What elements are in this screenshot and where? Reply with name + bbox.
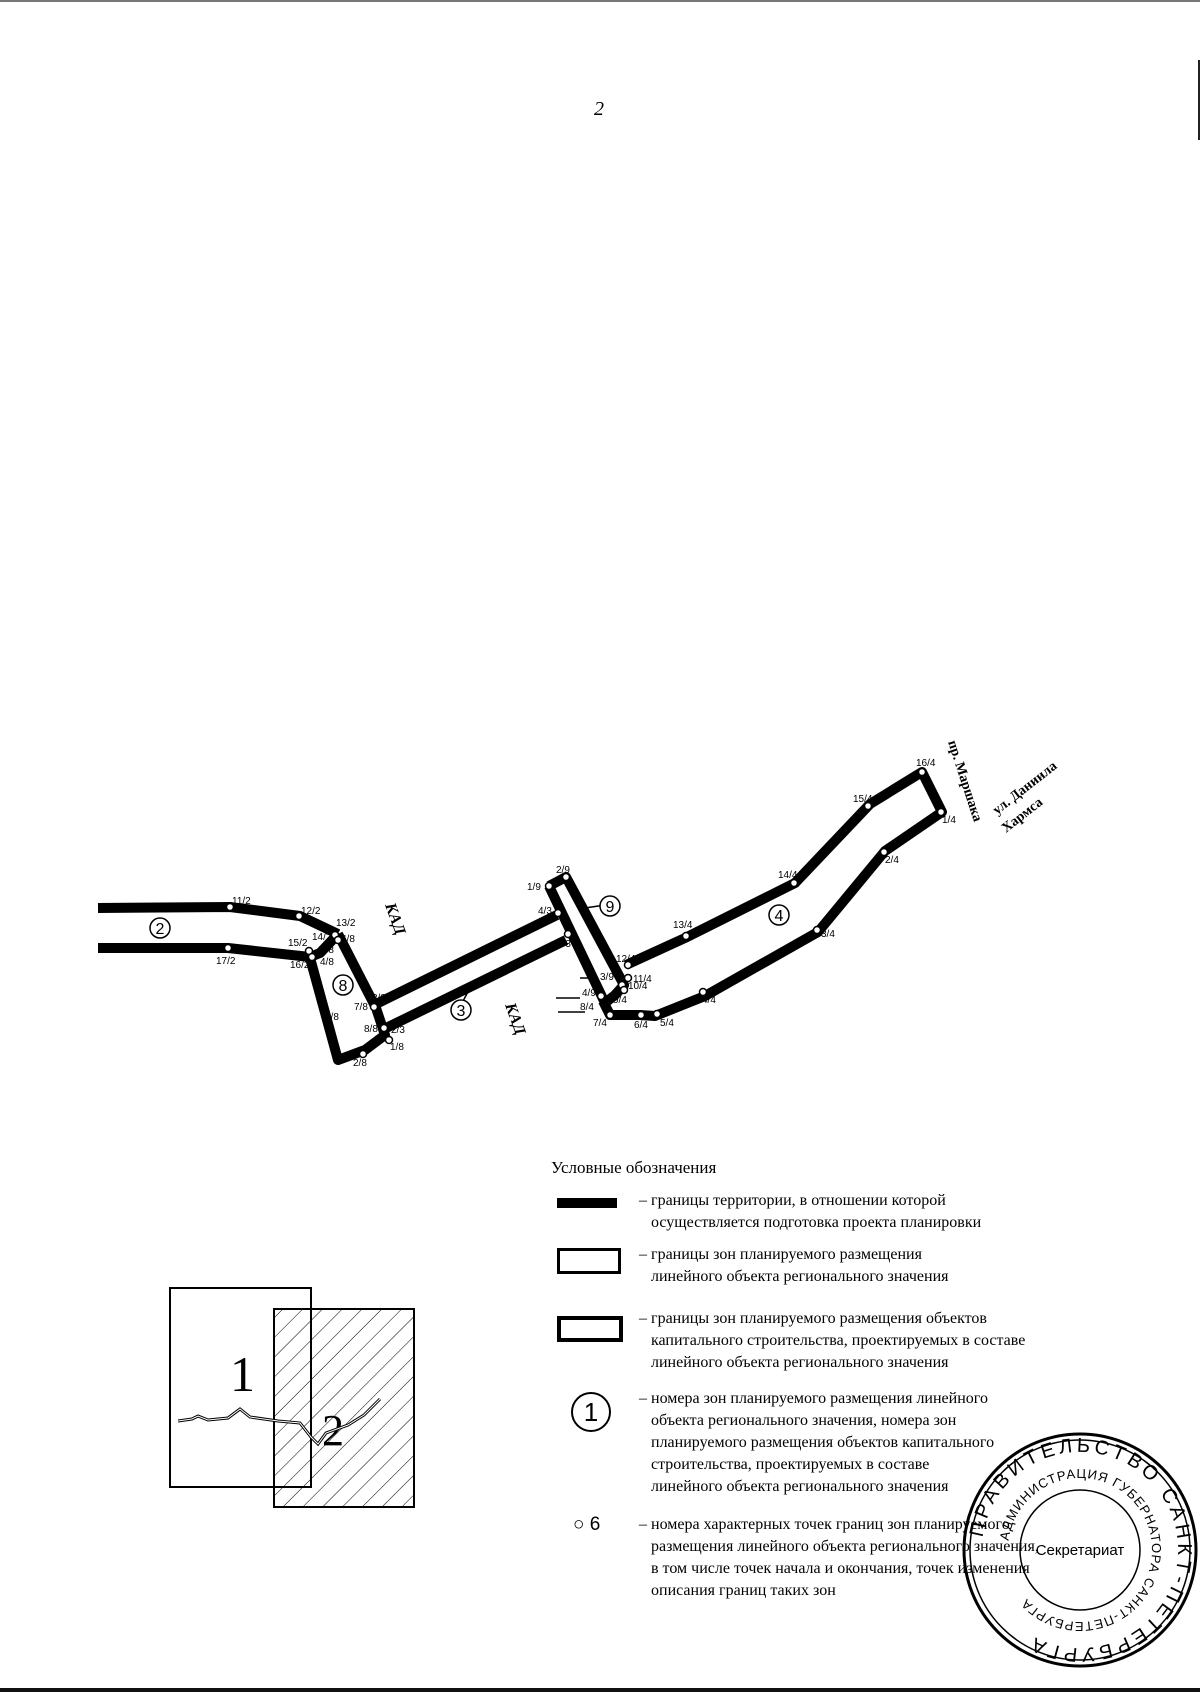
svg-text:3/3: 3/3 <box>372 993 386 1004</box>
zone-8-marker: 8 <box>332 974 354 996</box>
legend-title: Условные обозначения <box>551 1158 717 1177</box>
boundary-points <box>223 767 946 1059</box>
zone-4-boundary <box>598 767 947 1021</box>
zone-3-boundary <box>369 910 569 1035</box>
svg-text:5/4: 5/4 <box>660 1018 674 1029</box>
planning-map: 2 8 3 9 4 11/2 12/2 13/2 14/2 15/2 16/2 … <box>97 739 1060 1069</box>
svg-text:8/8: 8/8 <box>364 1024 378 1035</box>
point-labels: 11/2 12/2 13/2 14/2 15/2 16/2 17/2 6/8 5… <box>216 758 956 1069</box>
bottom-scan-border <box>0 1688 1200 1692</box>
svg-text:6/8: 6/8 <box>341 934 355 945</box>
kad-label-upper: КАД <box>381 900 409 938</box>
sheet-1-label: 1 <box>230 1346 255 1402</box>
legend-item-point-numbers: ○ 6 – номера характерных точек границ зо… <box>573 1514 1039 1599</box>
svg-text:17/2: 17/2 <box>216 956 236 967</box>
svg-text:4/8: 4/8 <box>320 957 334 968</box>
svg-text:5/8: 5/8 <box>320 945 334 956</box>
svg-text:1/9: 1/9 <box>527 882 541 893</box>
seal-center-text: Секретариат <box>1036 1542 1125 1559</box>
seal-outer-ring <box>962 1432 1198 1668</box>
rectangle-outline-symbol-icon <box>557 1248 621 1274</box>
svg-text:1/4: 1/4 <box>942 815 956 826</box>
top-scan-border <box>0 0 1200 2</box>
svg-text:15/4: 15/4 <box>853 794 873 805</box>
svg-text:2/9: 2/9 <box>556 865 570 876</box>
right-scan-edge <box>1198 60 1200 140</box>
svg-text:12/4: 12/4 <box>616 954 636 965</box>
svg-text:1/8: 1/8 <box>390 1042 404 1053</box>
svg-text:6/4: 6/4 <box>634 1020 648 1031</box>
svg-text:7/4: 7/4 <box>593 1018 607 1029</box>
svg-text:3/9: 3/9 <box>600 972 614 983</box>
svg-text:10/4: 10/4 <box>628 981 648 992</box>
svg-text:16/4: 16/4 <box>916 758 936 769</box>
svg-text:11/4: 11/4 <box>633 974 652 985</box>
svg-text:2/3: 2/3 <box>391 1025 405 1036</box>
svg-text:14/4: 14/4 <box>778 870 798 881</box>
svg-text:14/2: 14/2 <box>312 932 332 943</box>
svg-text:2: 2 <box>156 921 165 938</box>
svg-text:2/4: 2/4 <box>885 855 899 866</box>
svg-text:4/9: 4/9 <box>582 988 596 999</box>
svg-text:3: 3 <box>457 1003 466 1020</box>
zone-number-circle-icon: 1 <box>571 1392 611 1432</box>
point-marker-icon: ○ 6 <box>573 1514 601 1535</box>
svg-text:4/4: 4/4 <box>702 995 716 1006</box>
official-seal-stamp: ПРАВИТЕЛЬСТВО САНКТ-ПЕТЕРБУРГА АДМИНИСТР… <box>962 1432 1198 1668</box>
svg-text:4/3: 4/3 <box>538 906 552 917</box>
sheet-1-frame <box>169 1287 312 1488</box>
zone-8-boundary <box>305 931 390 1065</box>
zone-3-marker: 3 <box>450 999 472 1021</box>
sheet-index-inset: 1 2 <box>169 1287 415 1508</box>
legend: Условные обозначения – границы территори… <box>551 1158 1111 1612</box>
zone-4-marker: 4 <box>768 904 790 926</box>
legend-item-capital-construction-zone: – границы зон планируемого размещения об… <box>551 1308 1111 1374</box>
svg-text:4: 4 <box>775 908 784 925</box>
svg-text:2/8: 2/8 <box>353 1058 367 1069</box>
zone-2-marker: 2 <box>149 917 171 939</box>
zone-number-markers: 2 8 3 9 4 <box>149 895 790 1021</box>
svg-text:12/2: 12/2 <box>301 906 321 917</box>
sheet-2-frame <box>273 1308 415 1508</box>
svg-text:11/2: 11/2 <box>232 896 251 907</box>
thick-line-symbol-icon <box>557 1198 617 1208</box>
svg-text:8/4: 8/4 <box>580 1002 594 1013</box>
kad-label-lower: КАД <box>501 1000 529 1038</box>
svg-text:7/8: 7/8 <box>354 1002 368 1013</box>
svg-text:9/4: 9/4 <box>613 995 627 1006</box>
svg-text:9: 9 <box>606 899 615 916</box>
legend-item-linear-object-zone: – границы зон планируемого размещения ли… <box>551 1244 1111 1288</box>
svg-text:13/4: 13/4 <box>673 920 693 931</box>
seal-inner-ring <box>1019 1489 1141 1611</box>
svg-text:3/4: 3/4 <box>821 929 835 940</box>
page-number: 2 <box>594 98 604 120</box>
svg-text:16/2: 16/2 <box>290 960 310 971</box>
marshak-prospect-label: пр. Маршака <box>944 739 984 824</box>
svg-text:13/2: 13/2 <box>336 918 356 929</box>
legend-item-zone-numbers: 1 – номера зон планируемого размещения л… <box>551 1388 1111 1498</box>
svg-text:8: 8 <box>339 978 348 995</box>
legend-item-territory-boundary: – границы территории, в отношении которо… <box>551 1190 1111 1234</box>
svg-text:3/8: 3/8 <box>325 1012 339 1023</box>
inset-route-line-inner <box>177 1398 381 1445</box>
svg-text:15/2: 15/2 <box>288 938 308 949</box>
thick-rectangle-outline-symbol-icon <box>557 1316 623 1342</box>
svg-text:1/3: 1/3 <box>557 939 571 950</box>
zone-9-marker: 9 <box>599 895 621 917</box>
